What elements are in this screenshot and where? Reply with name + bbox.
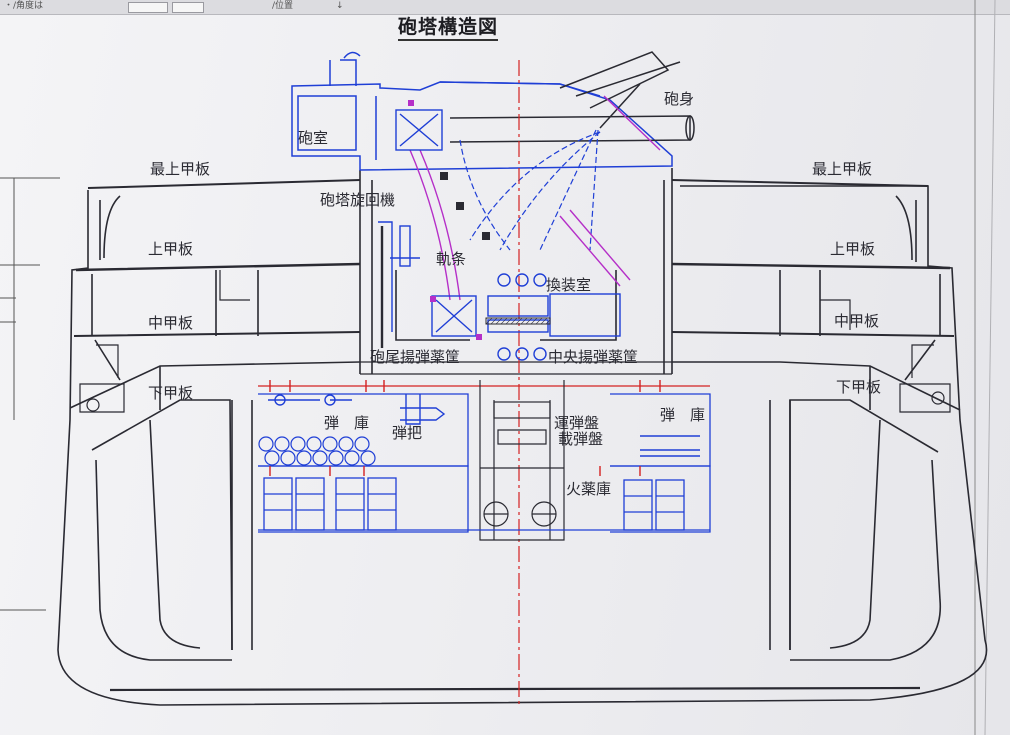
rammer	[485, 317, 551, 325]
label-loading-room: 換装室	[546, 276, 591, 294]
label-barrel: 砲身	[664, 90, 694, 108]
label-magazine: 火薬庫	[566, 480, 611, 498]
label-center-hoist: 中央揚弾薬筐	[548, 348, 638, 366]
label-shell-room-left: 弾 庫	[324, 414, 369, 432]
toolbar-text-a: ・/角度は	[4, 1, 44, 11]
red-pins	[269, 380, 661, 476]
label-breech-hoist: 砲尾揚弾薬筐	[370, 348, 460, 366]
label-lower-deck-right: 下甲板	[836, 378, 881, 396]
shell-blocks	[440, 172, 490, 240]
gun-house	[291, 51, 673, 171]
toolbar: ・/角度は /位置 ↓	[0, 0, 1010, 15]
labels: 砲室 砲身 最上甲板 最上甲板 砲塔旋回機 上甲板 上甲板 軌条 換装室 中甲板…	[148, 90, 881, 498]
training-gear	[378, 221, 420, 332]
label-shell-tray: 運弾盤	[554, 414, 599, 432]
frame-line	[984, 0, 996, 735]
shell-stack-left	[258, 436, 376, 466]
toolbar-field[interactable]	[172, 2, 204, 13]
label-lower-deck-left: 下甲板	[148, 384, 193, 402]
toolbar-field[interactable]	[128, 2, 168, 13]
label-upper-deck-top-right: 最上甲板	[812, 160, 872, 178]
hoist-trunk	[479, 380, 565, 541]
label-training-gear: 砲塔旋回機	[320, 191, 395, 209]
page-title: 砲塔構造図	[398, 12, 499, 41]
label-middle-deck-left: 中甲板	[148, 314, 193, 332]
label-turret-room: 砲室	[298, 129, 328, 147]
label-upper-deck-left: 上甲板	[148, 240, 193, 258]
label-upper-deck-right: 上甲板	[830, 240, 875, 258]
label-loading-tray: 載弾盤	[558, 430, 603, 448]
label-middle-deck-right: 中甲板	[834, 312, 879, 330]
label-rail: 軌条	[436, 250, 466, 268]
elevation-arcs	[459, 129, 601, 251]
powder-stack-left	[263, 477, 397, 531]
shell-grab	[268, 394, 700, 457]
label-shell-grab: 弾把	[392, 424, 422, 442]
toolbar-text-b: /位置	[272, 1, 294, 11]
hull-structure	[57, 179, 988, 706]
breech-machinery	[395, 109, 621, 361]
elevation-arcs-magenta	[409, 95, 661, 301]
toolbar-text-c: ↓	[336, 1, 344, 11]
magenta-marks	[408, 100, 482, 340]
magazine-rings	[483, 501, 557, 527]
margin-ticks	[0, 177, 60, 611]
label-shell-room-right: 弾 庫	[660, 406, 705, 424]
label-upper-deck-top-left: 最上甲板	[150, 160, 210, 178]
brackets	[79, 270, 951, 413]
powder-stack-right	[623, 479, 685, 531]
gun-barrel	[449, 51, 695, 143]
barbette	[359, 168, 673, 375]
